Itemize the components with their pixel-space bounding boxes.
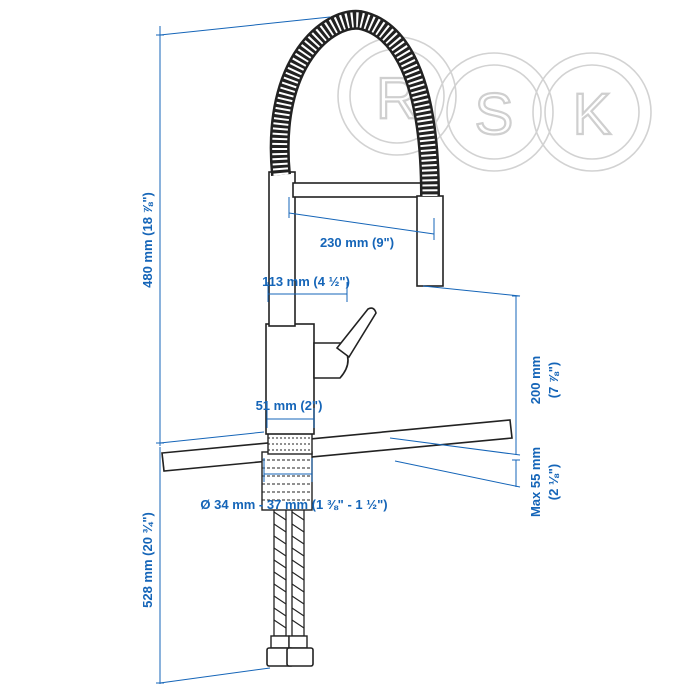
reach-label: 230 mm (9") (320, 235, 394, 250)
logo-letter-k: K (573, 82, 612, 147)
spout-height-in-label: (7 ⅞") (546, 362, 561, 399)
rsk-logo: R S K (337, 36, 652, 172)
handle-reach-label: 113 mm (4 ½") (262, 274, 350, 289)
countertop (161, 419, 513, 472)
spring-hose (269, 9, 440, 197)
hose-length-label: 528 mm (20 ¾") (140, 512, 155, 608)
max-thickness-in-label: (2 ⅛") (546, 464, 561, 501)
spout-height-mm-label: 200 mm (528, 356, 543, 404)
supply-hoses (266, 507, 314, 667)
logo-letter-s: S (475, 82, 514, 147)
hole-diameter-label: Ø 34 mm - 37 mm (1 ⅜" - 1 ½") (200, 497, 387, 512)
faucet-body (265, 171, 377, 455)
total-height-label: 480 mm (18 ⅞") (140, 192, 155, 288)
body-diameter-label: 51 mm (2") (256, 398, 323, 413)
dimension-lines (156, 16, 521, 684)
max-thickness-mm-label: Max 55 mm (528, 447, 543, 517)
